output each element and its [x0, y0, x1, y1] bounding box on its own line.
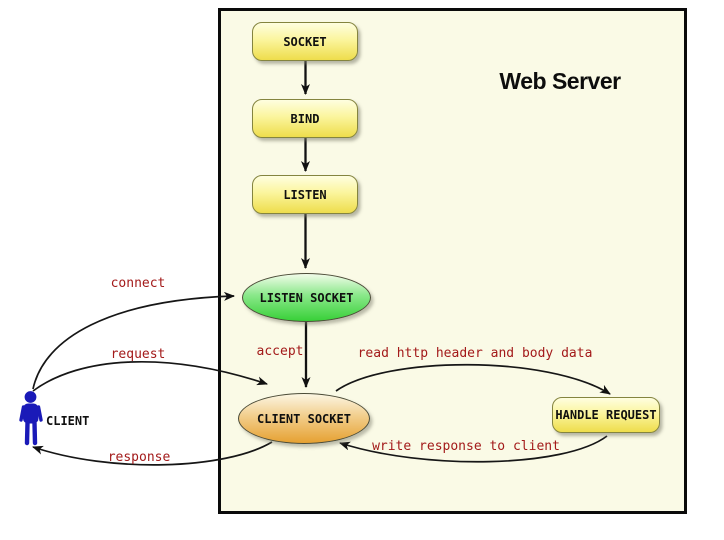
node-listen-socket-label: LISTEN SOCKET	[259, 290, 354, 305]
edge-label-response: response	[107, 450, 171, 465]
node-bind-label: BIND	[290, 111, 320, 126]
node-client-socket: CLIENT SOCKET	[238, 393, 370, 444]
edge-label-request: request	[110, 347, 166, 362]
arrow-response	[32, 441, 273, 466]
client-person-icon	[19, 391, 43, 446]
arrow-write-response	[339, 435, 608, 463]
edge-label-read-http: read http header and body data	[357, 346, 593, 361]
edge-label-connect: connect	[110, 276, 166, 291]
node-socket-label: SOCKET	[283, 34, 327, 49]
node-listen-socket: LISTEN SOCKET	[242, 273, 371, 322]
diagram-title: Web Server	[499, 68, 621, 94]
node-socket: SOCKET	[252, 22, 358, 61]
arrow-read-request	[335, 363, 611, 395]
node-handle-request-label: HANDLE REQUEST	[555, 408, 657, 422]
node-handle-request: HANDLE REQUEST	[552, 397, 660, 433]
node-bind: BIND	[252, 99, 358, 138]
arrow-connect	[32, 291, 235, 390]
node-listen: LISTEN	[252, 175, 358, 214]
arrow-request	[32, 360, 268, 392]
edge-label-accept: accept	[256, 344, 304, 359]
node-client-socket-label: CLIENT SOCKET	[257, 411, 351, 426]
client-label: CLIENT	[46, 414, 90, 428]
node-listen-label: LISTEN	[283, 187, 327, 202]
edge-label-write-response: write response to client	[372, 439, 560, 454]
